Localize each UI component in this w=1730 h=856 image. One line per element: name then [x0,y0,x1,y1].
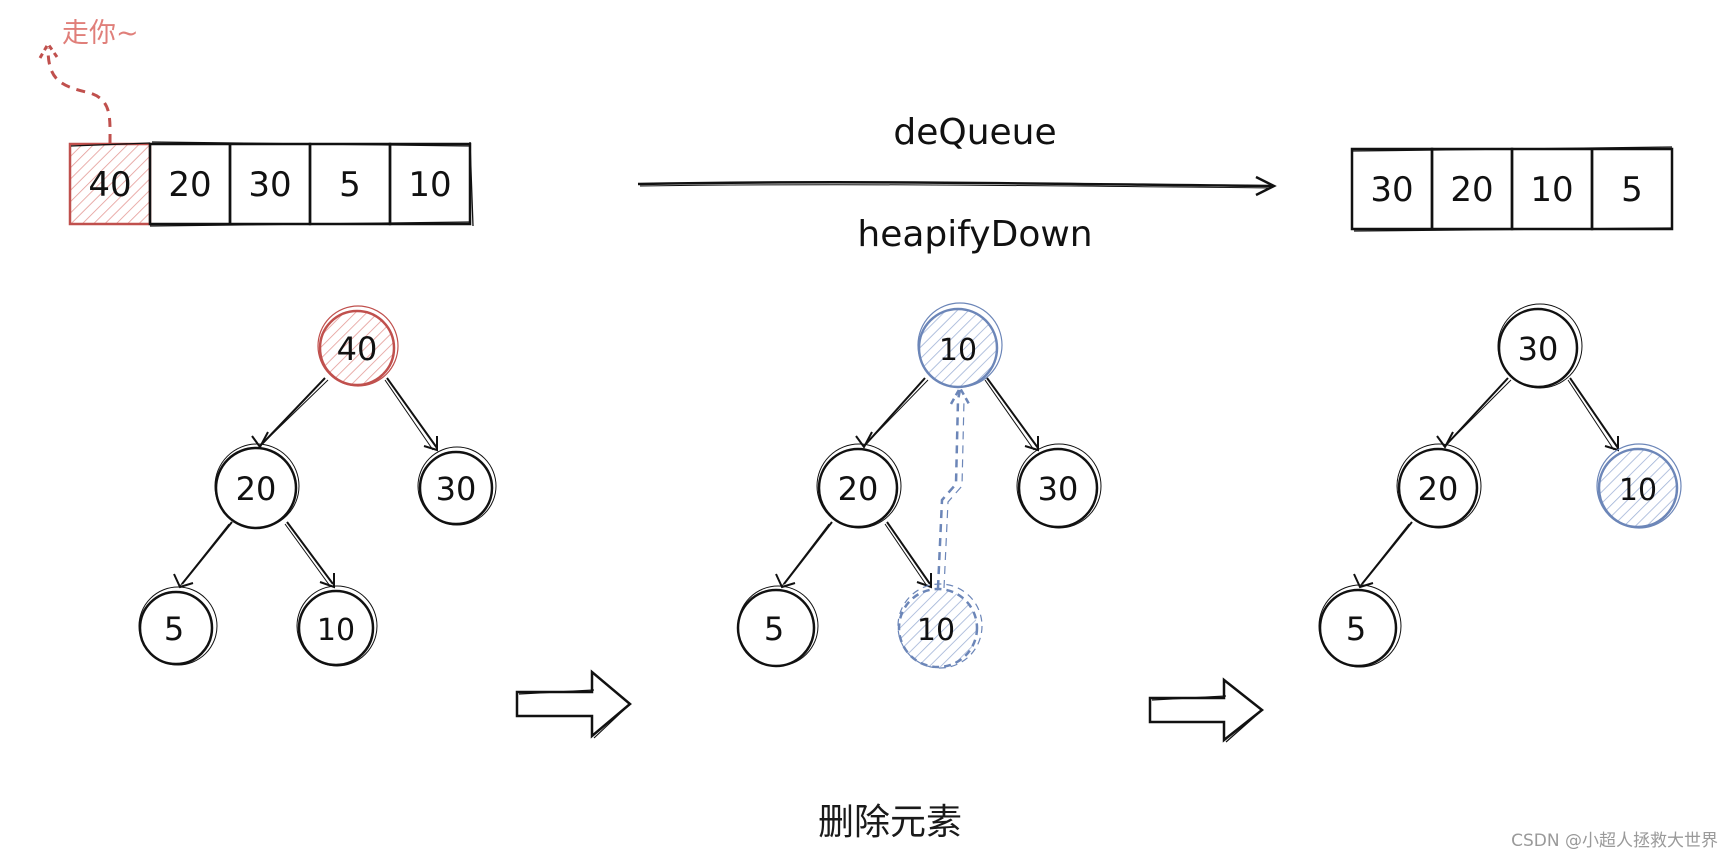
tree-middle-left-right-value: 10 [917,613,955,648]
array-before-value: 30 [248,165,291,205]
tree-middle: 10 20 30 5 10 [736,302,1102,669]
tree-after-root-node [1497,307,1579,389]
array-after-value: 5 [1621,170,1643,210]
operation-arrow [637,175,1277,197]
tree-before-root-value: 40 [337,330,378,368]
tree-middle-left-node [817,447,899,529]
tree-after-left-left-node [1318,588,1398,668]
tree-middle-right-node [1017,447,1099,529]
tree-middle-root-value: 10 [939,333,977,368]
tree-after-right-node [1597,447,1679,529]
array-before-cell-removed [68,142,152,226]
array-before-value: 10 [408,165,451,205]
array-after-value: 20 [1450,170,1493,210]
removal-arrow [38,41,112,144]
tree-after: 30 20 10 5 [1318,303,1682,668]
diagram-caption: 删除元素 [818,802,962,843]
array-after-value: 30 [1370,170,1413,210]
step-arrow [1148,677,1265,743]
array-before-value: 40 [88,165,131,205]
tree-before-left-right-node [297,589,375,667]
tree-after-left-node [1397,447,1479,529]
tree-before-left-left-value: 5 [164,610,184,648]
array-before: 40 20 30 5 10 [68,141,474,227]
annotation-label: 走你~ [62,18,139,49]
tree-middle-left-right-node [897,587,979,669]
tree-after-right-value: 10 [1619,473,1657,508]
step-arrow [515,669,632,739]
tree-before-root-node [318,309,396,387]
tree-before-left-right-value: 10 [317,613,355,648]
tree-after-left-left-value: 5 [1346,610,1366,648]
tree-after-left-value: 20 [1418,470,1459,508]
array-before-cell [388,142,472,226]
tree-before: 40 20 30 5 10 [138,305,497,667]
tree-after-root-value: 30 [1518,330,1559,368]
watermark: CSDN @小超人拯救大世界 [1511,831,1718,851]
tree-middle-left-left-value: 5 [764,610,784,648]
operation-dequeue-label: deQueue [893,112,1056,153]
array-before-value: 20 [168,165,211,205]
tree-before-right-node [418,450,494,526]
tree-before-left-left-node [138,590,214,666]
operation-heapifydown-label: heapifyDown [857,214,1092,255]
tree-before-right-value: 30 [436,470,477,508]
tree-middle-left-value: 20 [838,470,879,508]
array-after: 30 20 10 5 [1350,146,1674,232]
array-before-value: 5 [339,165,361,205]
tree-middle-right-value: 30 [1038,470,1079,508]
array-after-value: 10 [1530,170,1573,210]
tree-before-left-value: 20 [236,470,277,508]
